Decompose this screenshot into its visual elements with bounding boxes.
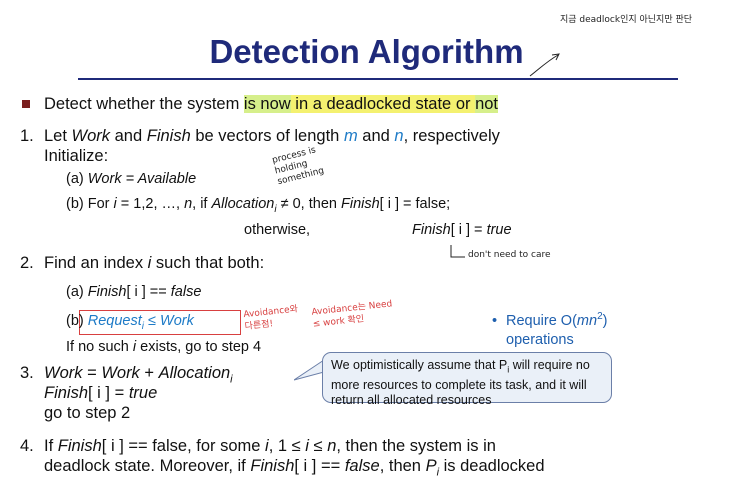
step3-line1: 3.Work = Work + Allocationi bbox=[20, 364, 233, 386]
step1-line2: Initialize: bbox=[44, 147, 109, 165]
pen-corner-arrow-icon bbox=[450, 245, 465, 258]
assumption-callout: We optimistically assume that Pi will re… bbox=[322, 352, 612, 407]
step1-sub-b: (b) For i = 1,2, …, n, if Allocationi ≠ … bbox=[66, 196, 451, 215]
step1-line1: 1.Let Work and Finish be vectors of leng… bbox=[20, 127, 500, 145]
step1-otherwise-value: Finish[ i ] = true bbox=[412, 222, 512, 238]
annotation-avoidance-1: Avoidance와 다른점! bbox=[243, 304, 299, 333]
bullet-text: Detect whether the system is now in a de… bbox=[44, 95, 499, 113]
pen-arrow-icon bbox=[529, 53, 560, 77]
title-underline bbox=[78, 78, 678, 80]
step2-line1: 2.Find an index i such that both: bbox=[20, 254, 265, 272]
step1-otherwise: otherwise, bbox=[244, 222, 311, 238]
complexity-note: •Require O(mn2) operations bbox=[492, 311, 608, 348]
step4-line1: 4.If Finish[ i ] == false, for some i, 1… bbox=[20, 437, 496, 455]
step4-line2: deadlock state. Moreover, if Finish[ i ]… bbox=[44, 457, 545, 479]
step2-sub-b: (b) Requesti ≤ Work bbox=[66, 313, 194, 332]
page-title: Detection Algorithm bbox=[209, 33, 524, 70]
square-bullet-icon bbox=[22, 100, 30, 108]
request-highlight-box bbox=[79, 310, 241, 335]
annotation-top-right: 지금 deadlock인지 아닌지만 판단 bbox=[560, 15, 693, 25]
step1-sub-a: (a) Work = Available bbox=[66, 171, 197, 187]
annotation-dont-care: don't need to care bbox=[468, 250, 551, 260]
step2-sub-a: (a) Finish[ i ] == false bbox=[66, 284, 202, 300]
annotation-avoidance-2: Avoidance는 Need ≤ work 확인 bbox=[311, 299, 393, 330]
step2-nosuch: If no such i exists, go to step 4 bbox=[66, 339, 262, 355]
step3-line2: Finish[ i ] = true bbox=[44, 384, 158, 402]
step3-line3: go to step 2 bbox=[44, 404, 131, 422]
